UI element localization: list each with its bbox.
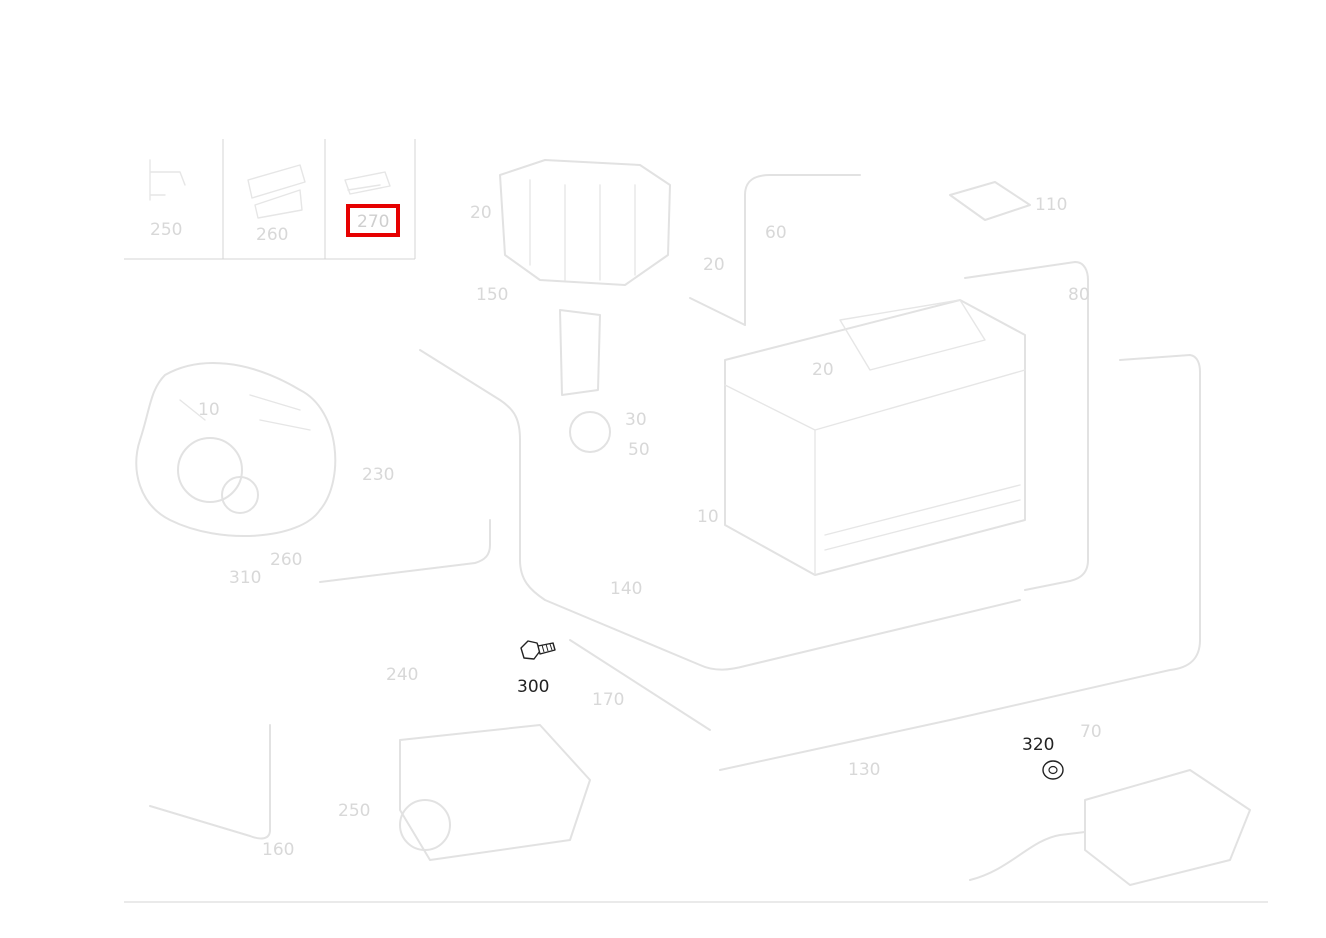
label-250b: 260 [270, 550, 302, 570]
bracket-110-sketch [949, 181, 1031, 221]
label-80: 80 [1068, 285, 1090, 305]
callout-300-label: 300 [517, 677, 549, 697]
callout-300[interactable]: 300 [517, 640, 556, 697]
callout-270-label: 270 [357, 212, 389, 232]
label-210: 150 [476, 285, 508, 305]
legend-plate-sketch [344, 171, 391, 195]
callout-270-highlighted[interactable]: 270 [346, 204, 400, 237]
label-60: 60 [765, 223, 787, 243]
label-70: 70 [1080, 722, 1102, 742]
legend-bolt-sketch [149, 159, 186, 201]
label-220: 230 [362, 465, 394, 485]
label-battery-10: 10 [697, 507, 719, 527]
legend-label-260: 260 [256, 225, 288, 245]
legend-label-250: 250 [150, 220, 182, 240]
callout-320[interactable]: 320 [1022, 735, 1064, 780]
fuse-box-sketch: 20 30 50 [470, 159, 671, 460]
label-260b: 310 [229, 568, 261, 588]
cable-runs: 60 20 130 140 170 310 260 150 80 110 [229, 174, 1201, 780]
label-160: 160 [262, 840, 294, 860]
label-230: 240 [386, 665, 418, 685]
label-140: 140 [610, 579, 642, 599]
label-130: 130 [848, 760, 880, 780]
legend-clip-sketch [247, 164, 306, 219]
label-50: 50 [628, 440, 650, 460]
label-fuse-box: 20 [470, 203, 492, 223]
legend-panel: 250 260 270 [124, 139, 416, 260]
starter-sketch-right: 70 [969, 722, 1251, 886]
battery-sketch: 10 20 [697, 299, 1026, 576]
label-170: 170 [592, 690, 624, 710]
label-110: 110 [1035, 195, 1067, 215]
label-battery-20: 20 [812, 360, 834, 380]
starter-sketch-left: 240 250 160 [149, 665, 591, 861]
callout-320-label: 320 [1022, 735, 1054, 755]
label-30: 30 [625, 410, 647, 430]
washer-icon [1042, 760, 1064, 780]
label-20b: 20 [703, 255, 725, 275]
label-alt-10: 10 [198, 400, 220, 420]
label-240: 250 [338, 801, 370, 821]
bolt-icon [520, 640, 556, 660]
highlight-box [346, 204, 400, 237]
alternator-sketch: 10 230 [135, 362, 394, 538]
